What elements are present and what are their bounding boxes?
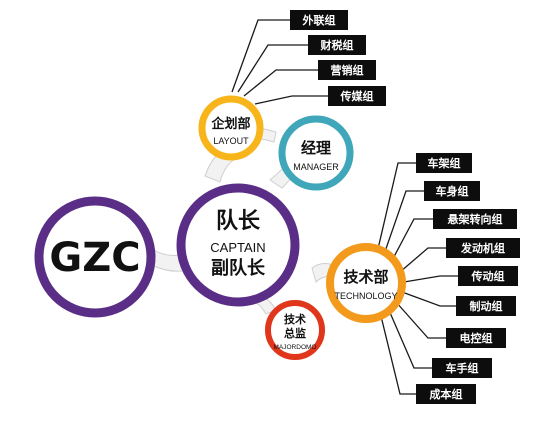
group-tag: 悬架转向组: [433, 209, 517, 229]
majordomo-node-ring: [265, 300, 325, 360]
manager-english: MANAGER: [293, 162, 339, 172]
group-tag-box: [290, 10, 348, 30]
group-tag-box: [416, 153, 472, 173]
group-tag-box: [456, 296, 516, 316]
connector-line: [254, 95, 330, 105]
planning-english: LAYOUT: [213, 136, 249, 146]
group-tag: 电控组: [446, 328, 506, 348]
technology-english: TECHNOLOGY: [334, 291, 397, 301]
group-tag-label: 制动组: [470, 299, 503, 313]
technology-node: 技术部 TECHNOLOGY: [326, 243, 406, 323]
technology-title: 技术部: [343, 268, 388, 286]
group-tag-label: 传媒组: [340, 89, 374, 103]
group-tag-box: [416, 384, 476, 404]
connector-line: [243, 69, 320, 97]
group-tag-label: 车身组: [436, 184, 469, 198]
connector-line: [231, 19, 292, 93]
captain-title: 队长: [216, 208, 261, 234]
connector-line: [399, 247, 448, 273]
group-tag: 发动机组: [446, 238, 520, 258]
root-node: GZC: [34, 196, 156, 318]
planning-groups: 外联组 财税组 营销组 传媒组: [290, 10, 386, 106]
group-tag: 车身组: [424, 181, 480, 201]
majordomo-title-bottom: 总监: [284, 326, 306, 340]
majordomo-node: 技术 总监 MAJORDOMO: [265, 300, 325, 360]
planning-connector-lines: [231, 19, 330, 105]
manager-node: 经理 MANAGER: [278, 115, 354, 191]
group-tag-label: 传动组: [471, 269, 505, 283]
connector-line: [395, 301, 448, 339]
technology-node-ring: [326, 243, 406, 323]
connector-line: [373, 162, 418, 267]
captain-node-ring: [176, 183, 300, 307]
group-tag: 制动组: [456, 296, 516, 316]
group-tag-box: [458, 266, 518, 286]
connector-line: [379, 311, 418, 395]
group-tag: 传媒组: [328, 86, 386, 106]
planning-title: 企划部: [210, 116, 250, 132]
group-tag-label: 电控组: [460, 331, 493, 345]
group-tag-label: 外联组: [302, 13, 336, 27]
group-tag-label: 财税组: [320, 38, 354, 52]
manager-title: 经理: [301, 139, 331, 157]
tech-connector-lines: [373, 162, 460, 395]
group-tag: 传动组: [458, 266, 518, 286]
tech-groups: 车架组 车身组 悬架转向组 发动机组 传动组 制动组 电控组 车手组: [416, 153, 520, 404]
captain-english: CAPTAIN: [210, 240, 265, 255]
group-tag-box: [328, 86, 386, 106]
connector-line: [401, 291, 458, 307]
group-tag: 车架组: [416, 153, 472, 173]
connector-line: [237, 44, 310, 93]
group-tag-label: 营销组: [331, 63, 364, 77]
group-tag: 外联组: [290, 10, 348, 30]
group-tag-box: [433, 209, 517, 229]
group-tag-label: 发动机组: [460, 241, 505, 255]
group-tag-label: 悬架转向组: [447, 212, 503, 226]
captain-node: 队长 CAPTAIN 副队长: [176, 183, 300, 307]
connector-line: [403, 275, 460, 283]
group-tag-box: [308, 35, 366, 55]
majordomo-english: MAJORDOMO: [274, 344, 317, 351]
group-tag-box: [446, 328, 506, 348]
planning-node: 企划部 LAYOUT: [198, 95, 264, 161]
vice-captain-title: 副队长: [211, 257, 266, 279]
connector-line: [379, 190, 426, 267]
group-tag-label: 车手组: [446, 361, 479, 375]
group-tag-label: 成本组: [430, 387, 463, 401]
connector-line: [387, 307, 434, 369]
group-tag-box: [318, 60, 376, 80]
group-tag-box: [424, 181, 480, 201]
group-tag: 车手组: [432, 358, 492, 378]
connector-line: [387, 218, 435, 269]
root-node-label: GZC: [49, 235, 140, 281]
root-node-ring: [34, 196, 156, 318]
majordomo-title-top: 技术: [284, 312, 306, 326]
group-tag-box: [446, 238, 520, 258]
group-tag: 财税组: [308, 35, 366, 55]
group-tag-label: 车架组: [428, 156, 461, 170]
group-tag-box: [432, 358, 492, 378]
group-tag: 营销组: [318, 60, 376, 80]
planning-node-ring: [198, 95, 264, 161]
manager-node-ring: [278, 115, 354, 191]
group-tag: 成本组: [416, 384, 476, 404]
